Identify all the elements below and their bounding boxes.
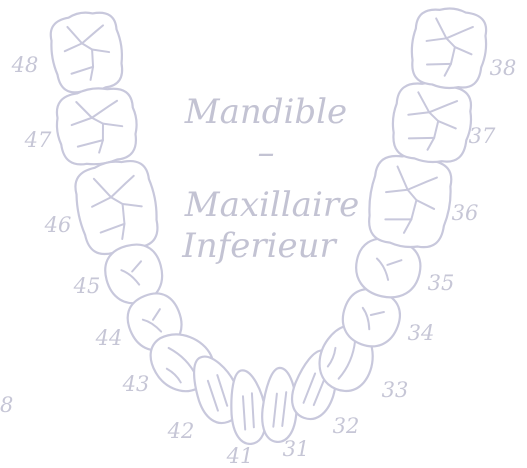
tooth-label-48: 48 xyxy=(11,53,39,77)
tooth-outline-47 xyxy=(52,83,142,169)
tooth-outline-48 xyxy=(46,7,129,97)
tooth-46[interactable] xyxy=(69,154,164,260)
tooth-outline-36 xyxy=(364,150,456,252)
tooth-36[interactable] xyxy=(364,150,456,252)
title-line-4: Inferieur xyxy=(181,226,337,266)
tooth-label-35: 35 xyxy=(428,271,455,295)
tooth-label-42: 42 xyxy=(167,419,195,443)
tooth-47[interactable] xyxy=(52,83,142,169)
tooth-48[interactable] xyxy=(46,7,129,97)
title-line-2: – xyxy=(258,133,275,173)
tooth-label-46: 46 xyxy=(44,213,72,237)
tooth-label-44: 44 xyxy=(95,326,123,350)
title-line-3: Maxillaire xyxy=(184,185,359,225)
tooth-label-47: 47 xyxy=(24,128,52,152)
tooth-38[interactable] xyxy=(408,5,490,92)
tooth-outline-37 xyxy=(389,79,475,166)
title-line-1: Mandible xyxy=(184,92,347,132)
stray-label: 8 xyxy=(0,393,13,417)
tooth-label-38: 38 xyxy=(490,56,517,80)
tooth-label-43: 43 xyxy=(122,372,150,396)
tooth-label-31: 31 xyxy=(283,437,310,461)
tooth-label-41: 41 xyxy=(226,444,254,468)
tooth-37[interactable] xyxy=(389,79,475,166)
tooth-label-34: 34 xyxy=(408,321,435,345)
chart-title: Mandible – Maxillaire Inferieur xyxy=(181,92,359,266)
tooth-outline-38 xyxy=(408,5,490,92)
tooth-outline-46 xyxy=(69,154,164,260)
tooth-label-37: 37 xyxy=(469,124,496,148)
tooth-label-32: 32 xyxy=(333,414,360,438)
tooth-label-33: 33 xyxy=(382,378,409,402)
tooth-label-36: 36 xyxy=(452,201,479,225)
tooth-label-45: 45 xyxy=(73,274,101,298)
